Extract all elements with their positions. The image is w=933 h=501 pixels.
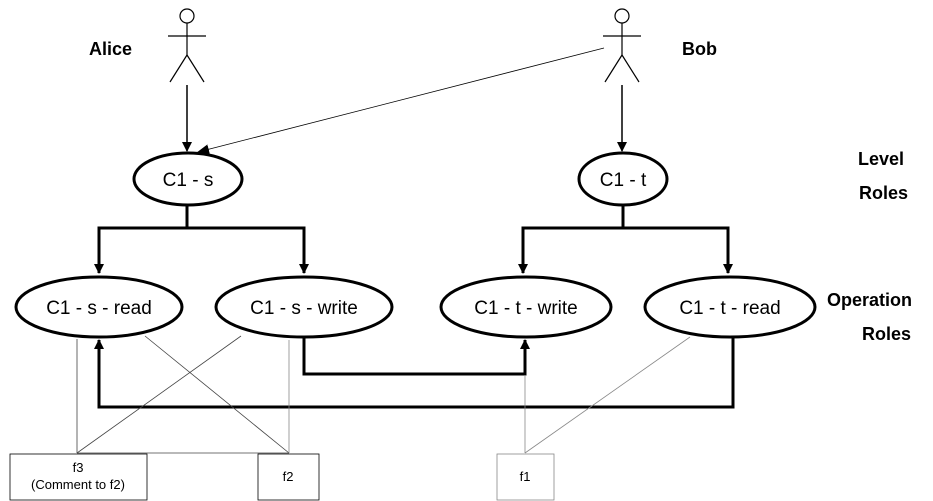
role-c1-s-write: C1 - s - write [214,275,394,339]
t-read-to-s-read-connector [94,334,735,409]
c1-s-to-read-connector [94,206,189,274]
s-write-to-t-write-connector [302,334,530,376]
level-roles-label-line2: Roles [859,183,908,203]
role-c1-t-read: C1 - t - read [643,275,817,339]
file-permission-lines [76,335,691,454]
role-c1-s-read: C1 - s - read [14,275,184,339]
file-f1: f1 [496,453,555,501]
file-f3: f3 (Comment to f2) [9,453,148,501]
file-f3-name: f3 [73,460,84,475]
file-f1-name: f1 [520,469,531,484]
bob-to-c1-s-arrow [197,47,605,155]
file-f2-name: f2 [283,469,294,484]
alice-label: Alice [89,39,132,59]
role-c1-t-write-label: C1 - t - write [474,298,577,319]
level-roles-label-line1: Level [858,149,904,169]
role-c1-s-read-label: C1 - s - read [46,298,152,319]
role-c1-s: C1 - s [132,151,244,207]
alice-actor-icon [168,8,206,83]
role-c1-t-label: C1 - t [600,170,647,191]
c1-t-to-write-connector [518,206,625,274]
operation-roles-label-line1: Operation [827,290,912,310]
role-c1-t-read-label: C1 - t - read [679,298,780,319]
role-c1-s-write-label: C1 - s - write [250,298,358,319]
file-f2: f2 [257,453,320,501]
role-c1-t: C1 - t [577,151,669,207]
file-f3-comment: (Comment to f2) [31,477,125,492]
role-c1-s-label: C1 - s [163,170,214,191]
operation-roles-label-line2: Roles [862,324,911,344]
role-c1-t-write: C1 - t - write [439,275,613,339]
c1-s-to-write-connector [187,226,309,274]
bob-label: Bob [682,39,717,59]
bob-actor-icon [603,8,641,83]
c1-t-to-read-connector [623,226,733,274]
